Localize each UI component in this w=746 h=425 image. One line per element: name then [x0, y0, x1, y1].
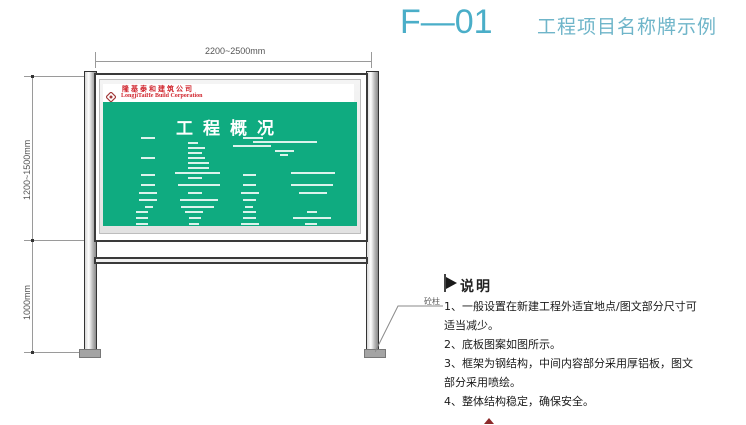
width-ext-right	[371, 52, 372, 68]
height-dimension-line	[32, 76, 33, 352]
left-post-base	[79, 349, 101, 358]
tick-mid	[31, 239, 34, 242]
note-line: 4、整体结构稳定，确保安全。	[444, 395, 594, 408]
company-logo-icon	[105, 87, 117, 103]
notes-heading: 说明	[460, 279, 492, 295]
leg-height-label: 1000mm	[22, 284, 32, 320]
note-line: 2、底板图案如图所示。	[444, 338, 561, 351]
note-line: 3、框架为钢结构，中间内容部分采用厚铝板，图文	[444, 357, 693, 370]
width-dimension-label: 2200~2500mm	[205, 46, 266, 56]
height-ext-mid	[24, 240, 86, 241]
notes-list: 1、一般设置在新建工程外适宜地点/图文部分尺寸可 适当减少。 2、底板图案如图所…	[444, 297, 697, 411]
company-name-cn: 隆基泰和建筑公司	[122, 85, 194, 93]
board-green-area: 工程概况	[103, 102, 357, 226]
tick-top	[31, 75, 34, 78]
notes-flag-icon	[444, 274, 458, 292]
height-ext-top	[24, 76, 86, 77]
right-post-base	[364, 349, 386, 358]
note-line: 部分采用喷绘。	[444, 376, 521, 389]
lower-rail	[94, 257, 368, 264]
company-name-en: LongjiTaiHe Build Corporation	[121, 93, 203, 99]
logo-strip	[103, 84, 354, 102]
sheet-title: 工程项目名称牌示例	[537, 16, 718, 38]
note-line: 1、一般设置在新建工程外适宜地点/图文部分尺寸可	[444, 300, 697, 313]
callout-leader-line	[375, 305, 443, 353]
board-height-label: 1200~1500mm	[22, 139, 32, 200]
board-title: 工程概况	[176, 119, 284, 139]
tick-bottom	[31, 351, 34, 354]
sheet-code: F—01	[400, 3, 493, 41]
height-ext-bottom	[24, 352, 86, 353]
bottom-triangle-marker	[484, 418, 494, 424]
callout-label: 砼柱	[424, 297, 440, 306]
width-dimension-line	[95, 61, 371, 62]
note-line: 适当减少。	[444, 319, 499, 332]
width-ext-left	[95, 52, 96, 68]
